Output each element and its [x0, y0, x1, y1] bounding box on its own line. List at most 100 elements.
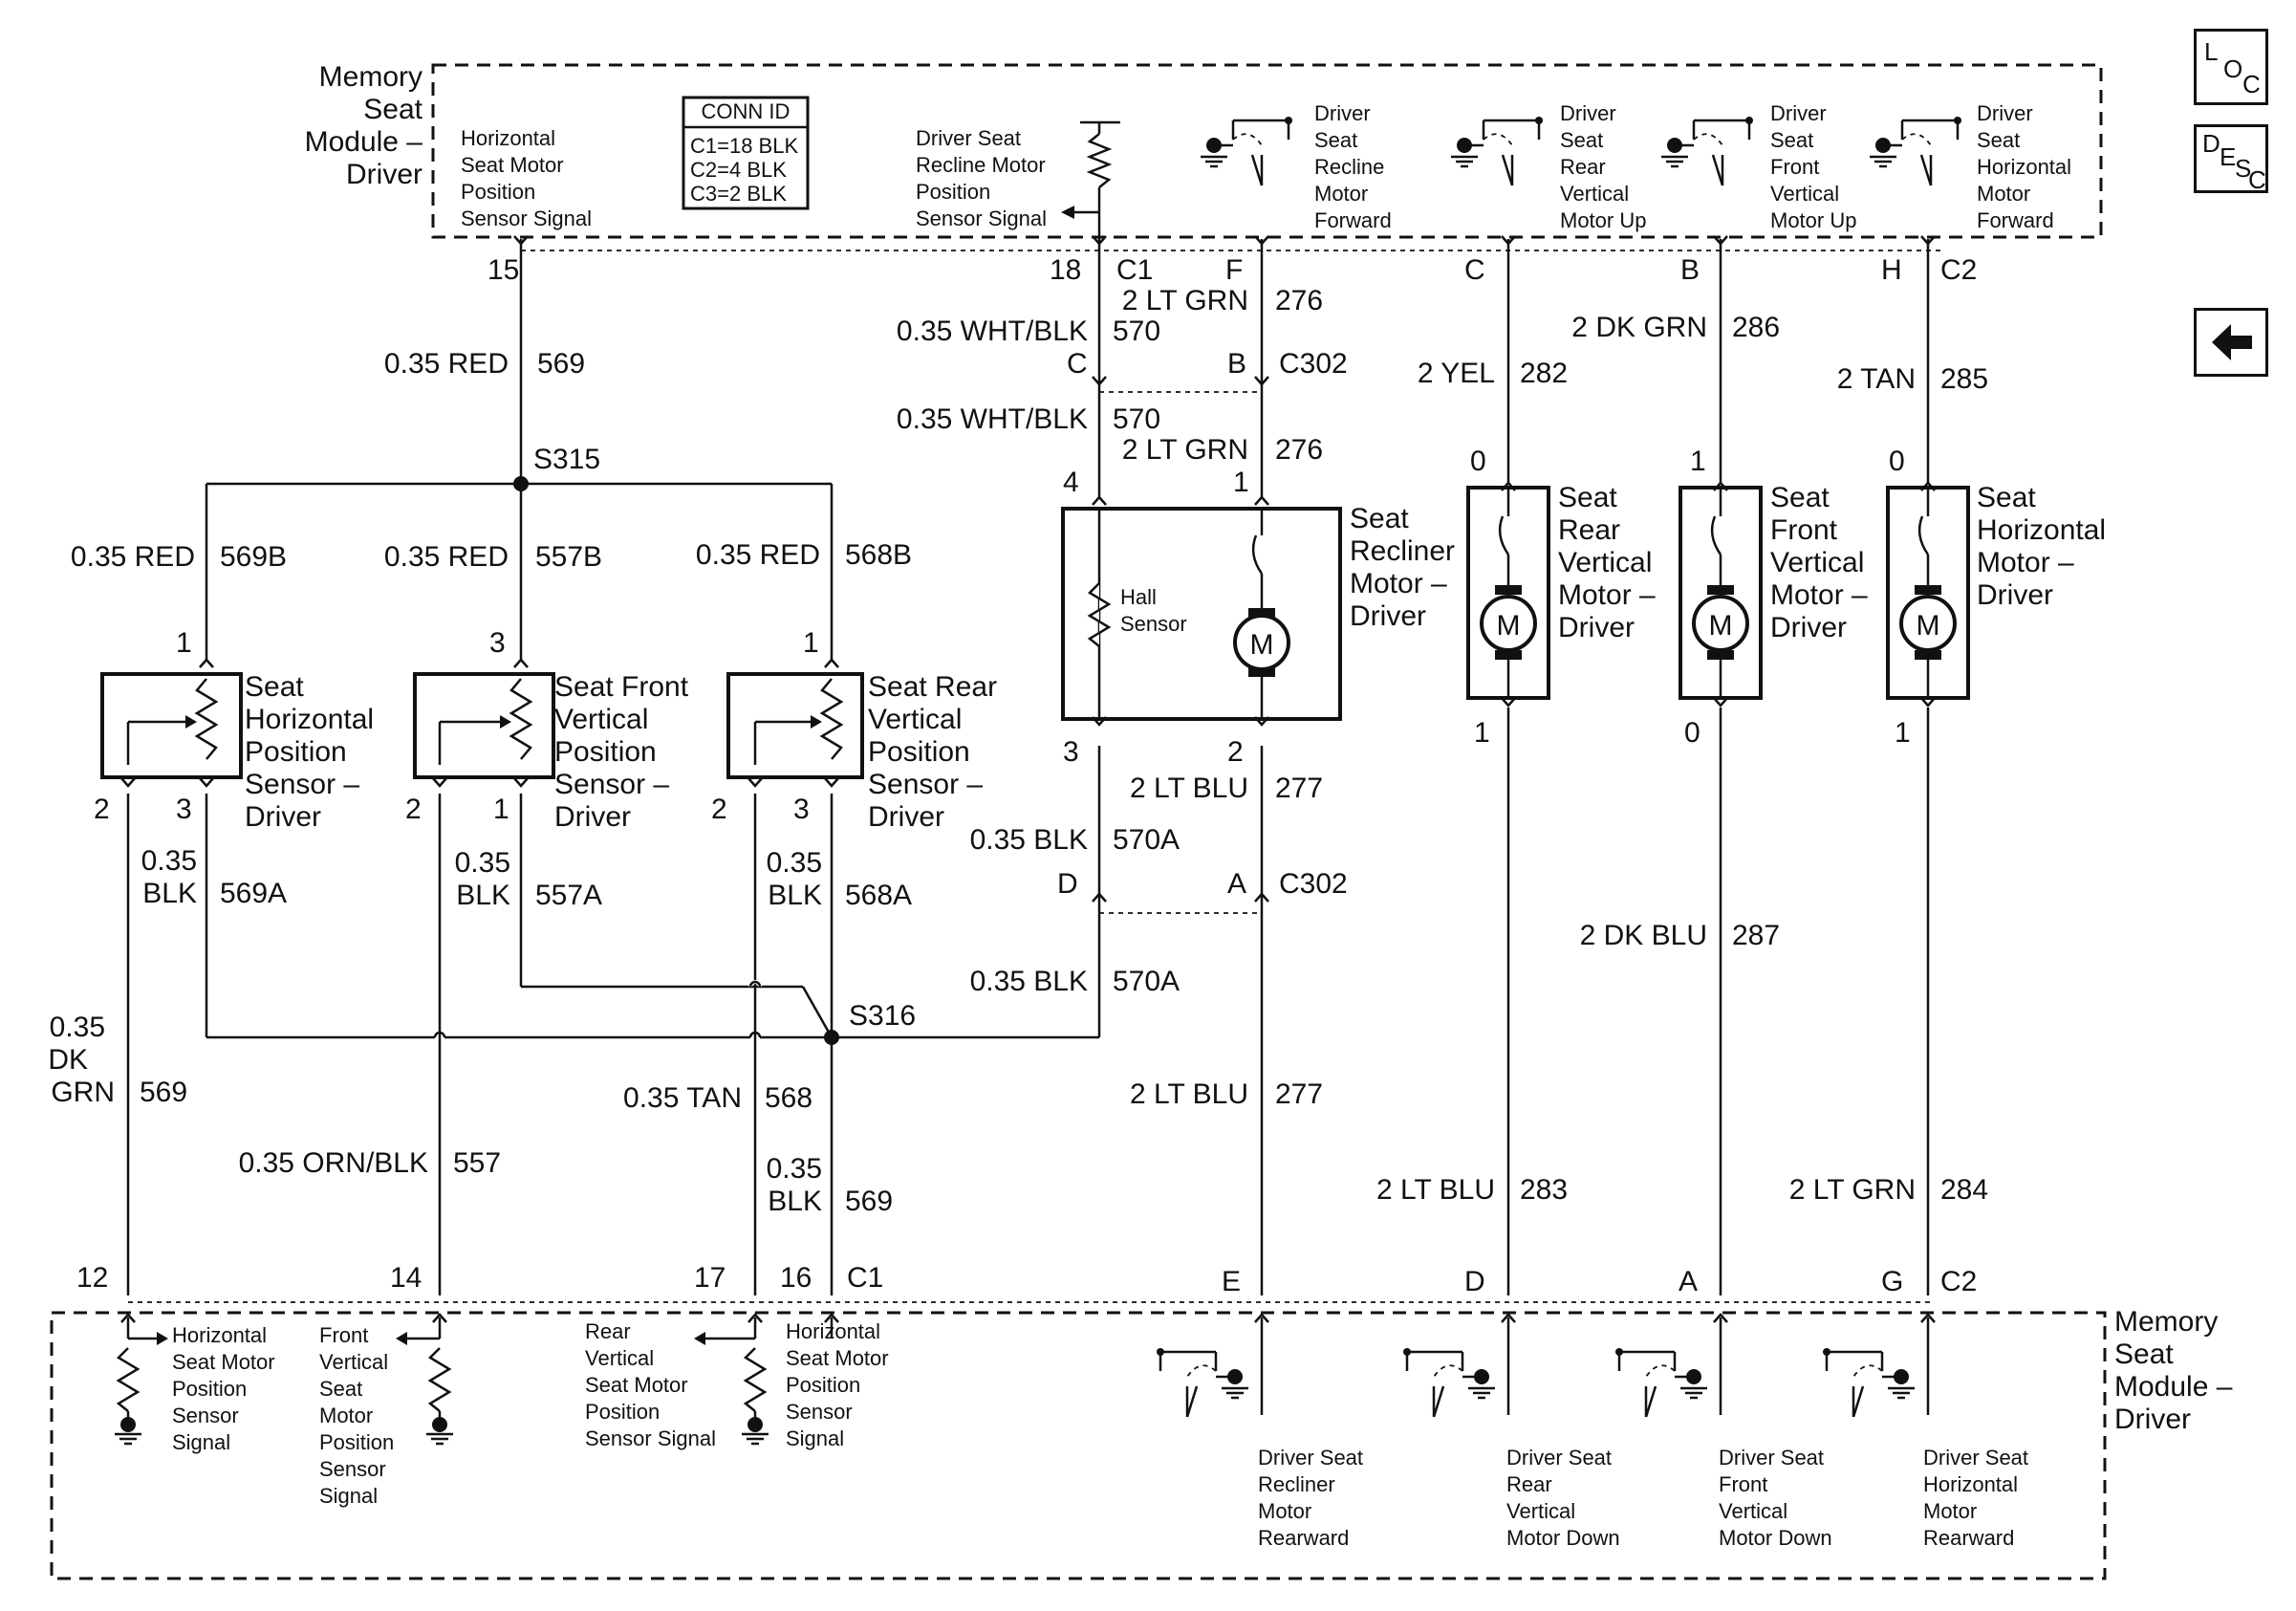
- svg-text:Rearward: Rearward: [1923, 1526, 2014, 1550]
- svg-text:2: 2: [711, 794, 727, 825]
- svg-text:Sensor –: Sensor –: [554, 769, 669, 800]
- svg-text:15: 15: [487, 254, 519, 286]
- svg-text:BLK: BLK: [768, 1186, 822, 1217]
- seat-front-vertical-motor[interactable]: M: [1679, 486, 1763, 700]
- desc-letter-s: S: [2235, 154, 2252, 183]
- svg-text:568A: 568A: [845, 880, 912, 911]
- svg-text:Module –: Module –: [305, 126, 423, 158]
- svg-text:17: 17: [694, 1262, 726, 1294]
- svg-text:18: 18: [1050, 254, 1081, 286]
- svg-text:C1=18 BLK: C1=18 BLK: [690, 134, 798, 158]
- connector-chevron: [1713, 235, 1728, 246]
- svg-text:Seat: Seat: [1977, 128, 2020, 152]
- svg-text:Position: Position: [916, 180, 990, 204]
- svg-text:Vertical: Vertical: [585, 1346, 654, 1370]
- svg-text:569B: 569B: [220, 541, 287, 573]
- svg-text:Seat: Seat: [1977, 482, 2036, 513]
- svg-text:Position: Position: [868, 736, 970, 768]
- svg-text:Position: Position: [245, 736, 347, 768]
- seat-recliner-motor[interactable]: M: [1061, 507, 1342, 721]
- svg-text:D: D: [1464, 1266, 1485, 1297]
- seat-recliner-motor-label: Seat Recliner Motor – Driver: [1350, 503, 1455, 632]
- svg-text:Vertical: Vertical: [1506, 1499, 1575, 1523]
- svg-text:Vertical: Vertical: [868, 704, 962, 735]
- svg-text:2: 2: [94, 794, 110, 825]
- svg-text:Motor: Motor: [1923, 1499, 1977, 1523]
- location-button[interactable]: L O C: [2194, 29, 2268, 105]
- connector-chevron: [1092, 892, 1107, 903]
- seat-rear-vertical-motor[interactable]: M: [1466, 486, 1550, 700]
- connector-chevron: [199, 658, 214, 668]
- connector-chevron: [1920, 697, 1936, 708]
- svg-text:2 LT BLU: 2 LT BLU: [1376, 1174, 1495, 1206]
- recline-position-resistor-icon: [1061, 120, 1120, 239]
- memory-seat-module-bottom: [50, 1311, 2107, 1580]
- svg-text:287: 287: [1732, 920, 1780, 951]
- svg-text:Recline: Recline: [1314, 155, 1384, 179]
- bottom-signal-rear-vertical-down: Driver Seat Rear Vertical Motor Down: [1506, 1446, 1620, 1550]
- svg-text:1: 1: [493, 794, 509, 825]
- svg-text:Sensor: Sensor: [1120, 612, 1187, 636]
- connector-chevron: [824, 777, 839, 788]
- bottom-signal-recliner-rearward: Driver Seat Recliner Motor Rearward: [1258, 1446, 1363, 1550]
- svg-text:BLK: BLK: [142, 878, 197, 909]
- svg-text:1: 1: [176, 627, 192, 659]
- svg-text:569: 569: [537, 348, 585, 380]
- svg-text:0: 0: [1470, 446, 1486, 477]
- svg-text:Horizontal: Horizontal: [1977, 155, 2071, 179]
- svg-text:A: A: [1227, 868, 1246, 900]
- motor-symbol: M: [1917, 610, 1940, 642]
- connector-chevron: [1920, 235, 1936, 246]
- svg-text:Horizontal: Horizontal: [1977, 514, 2106, 546]
- back-button[interactable]: [2194, 308, 2268, 377]
- svg-text:0.35 RED: 0.35 RED: [384, 541, 509, 573]
- svg-text:Module –: Module –: [2114, 1371, 2233, 1403]
- top-signal-recline-position: Driver Seat Recline Motor Position Senso…: [916, 126, 1047, 230]
- svg-text:C: C: [1464, 254, 1485, 286]
- bottom-signal-horizontal-position-2: Horizontal Seat Motor Position Sensor Si…: [786, 1319, 889, 1450]
- svg-text:Signal: Signal: [786, 1426, 844, 1450]
- svg-text:Driver Seat: Driver Seat: [1719, 1446, 1824, 1469]
- svg-text:Seat: Seat: [2114, 1339, 2174, 1370]
- seat-rear-vertical-position-sensor[interactable]: [726, 672, 864, 779]
- svg-text:0.35 RED: 0.35 RED: [696, 539, 820, 571]
- seat-horizontal-position-sensor[interactable]: [100, 672, 243, 779]
- svg-text:Vertical: Vertical: [1719, 1499, 1787, 1523]
- svg-text:Driver: Driver: [1977, 101, 2033, 125]
- svg-text:Position: Position: [554, 736, 657, 768]
- svg-text:Vertical: Vertical: [1558, 547, 1652, 578]
- bottom-signal-rear-position: Rear Vertical Seat Motor Position Sensor…: [585, 1319, 716, 1450]
- svg-text:A: A: [1679, 1266, 1698, 1297]
- svg-text:Driver Seat: Driver Seat: [1258, 1446, 1363, 1469]
- svg-text:Rear: Rear: [1506, 1472, 1552, 1496]
- seat-horizontal-motor[interactable]: M: [1886, 486, 1970, 700]
- svg-text:12: 12: [76, 1262, 108, 1294]
- svg-text:Seat: Seat: [1770, 128, 1813, 152]
- svg-text:CONN ID: CONN ID: [702, 99, 791, 123]
- svg-text:Seat: Seat: [1350, 503, 1409, 534]
- svg-text:16: 16: [780, 1262, 812, 1294]
- svg-text:0.35: 0.35: [767, 1153, 822, 1185]
- svg-text:Motor: Motor: [1258, 1499, 1311, 1523]
- relay-switch-icon: [1868, 115, 1963, 187]
- svg-text:0.35 RED: 0.35 RED: [71, 541, 195, 573]
- svg-text:Motor –: Motor –: [1350, 568, 1447, 599]
- svg-text:Vertical: Vertical: [1770, 547, 1864, 578]
- svg-text:Motor –: Motor –: [1558, 579, 1656, 611]
- svg-text:Sensor: Sensor: [172, 1404, 239, 1427]
- connector-chevron: [1501, 1313, 1516, 1323]
- svg-text:Memory: Memory: [319, 61, 422, 93]
- splice-s316-label: S316: [849, 1000, 916, 1032]
- seat-front-vertical-position-sensor[interactable]: [413, 672, 555, 779]
- memory-seat-module-top: [431, 63, 2103, 239]
- bottom-recliner-relay-icon: [1155, 1317, 1264, 1419]
- svg-text:Memory: Memory: [2114, 1306, 2218, 1338]
- svg-text:C2=4 BLK: C2=4 BLK: [690, 158, 787, 182]
- description-button[interactable]: D E S C: [2194, 124, 2268, 193]
- svg-text:Signal: Signal: [319, 1484, 378, 1508]
- connector-chevron: [1501, 697, 1516, 708]
- svg-text:Seat: Seat: [1314, 128, 1357, 152]
- loc-letter-o: O: [2223, 54, 2243, 83]
- svg-text:569: 569: [140, 1077, 187, 1108]
- svg-text:Sensor –: Sensor –: [868, 769, 983, 800]
